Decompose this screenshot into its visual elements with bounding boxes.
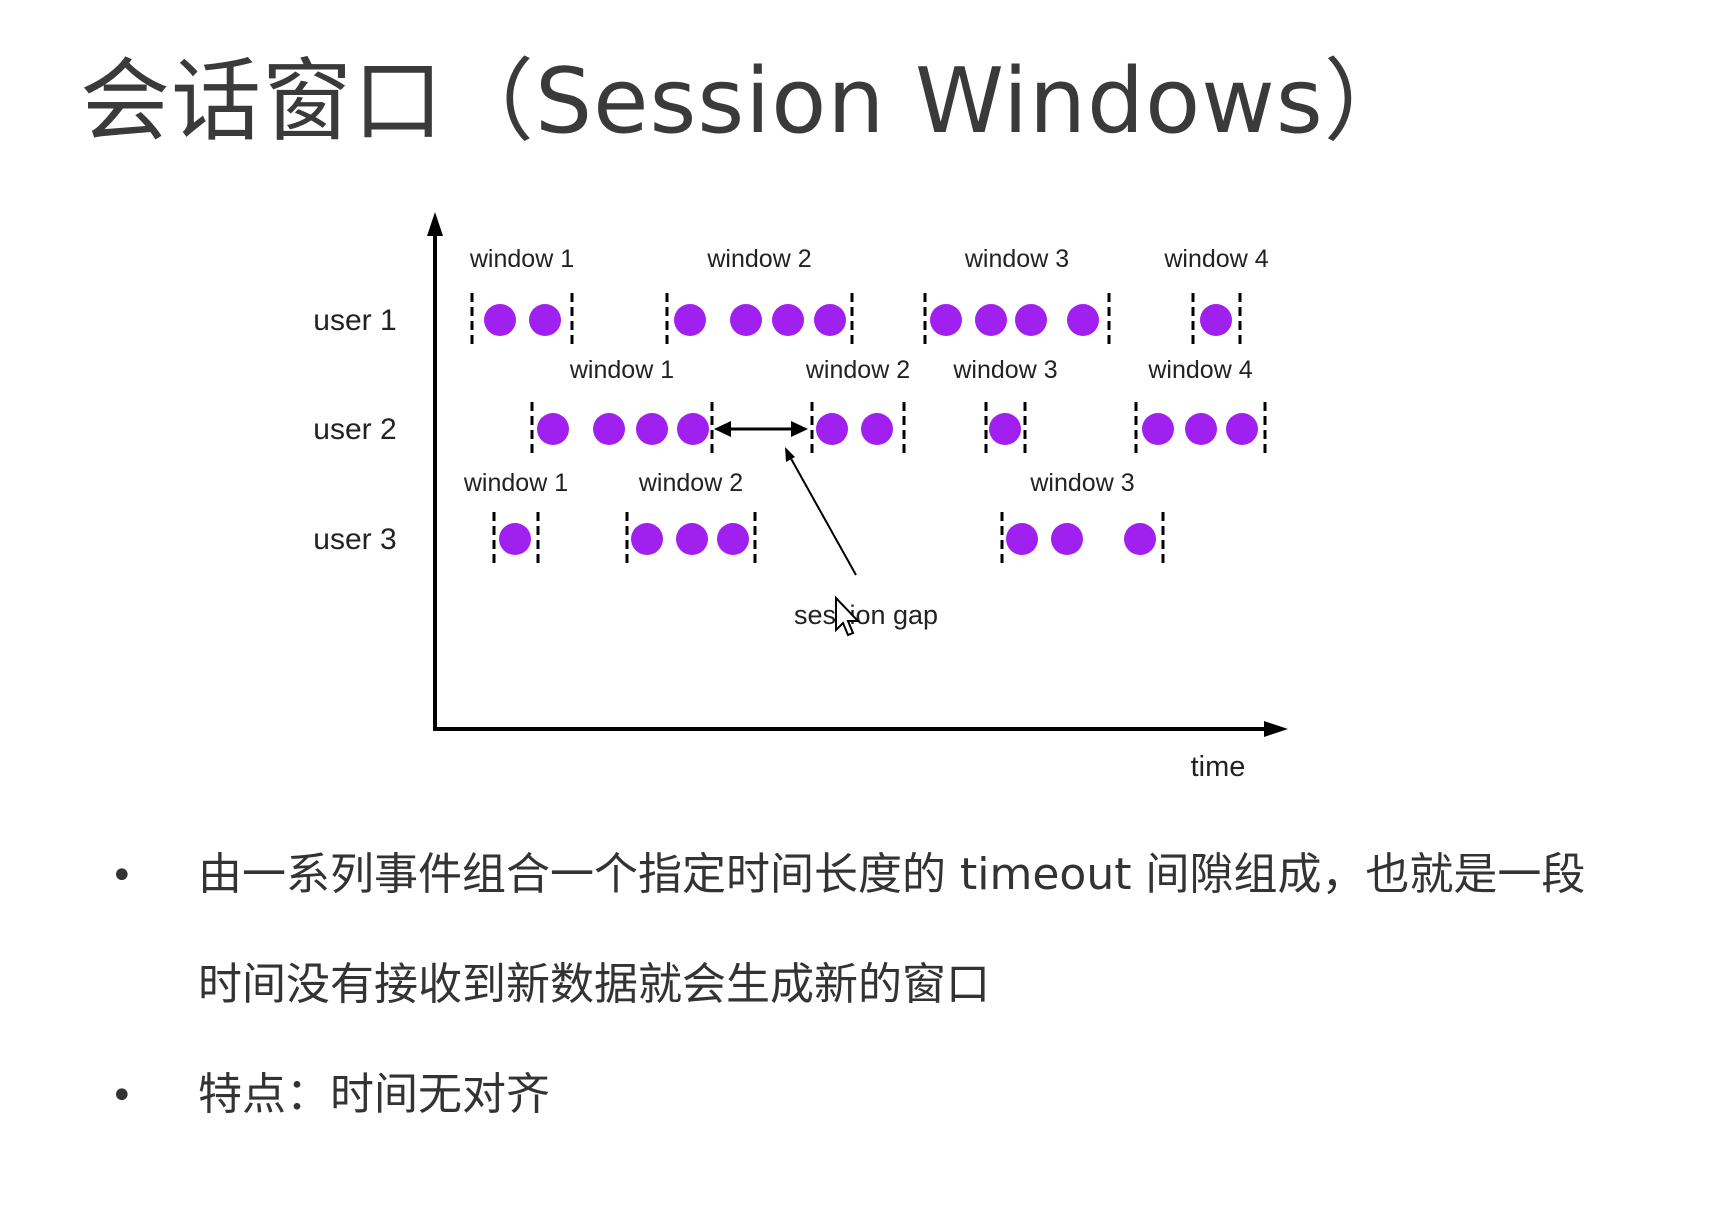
window-label: window 1 [469, 245, 574, 273]
session-gap-pointer-line [788, 454, 857, 576]
row-label-user-2: user 2 [313, 413, 396, 446]
event-dot [772, 304, 804, 336]
event-dot [1067, 304, 1099, 336]
event-dot [529, 304, 561, 336]
event-dot [1185, 413, 1217, 445]
event-dot [1006, 523, 1038, 555]
event-dot [1124, 523, 1156, 555]
window-label: window 3 [964, 245, 1069, 273]
window-label: window 2 [805, 356, 910, 384]
session-gap-arrowhead-right [791, 421, 808, 437]
window-label: window 4 [1147, 356, 1252, 384]
y-axis-arrowhead [427, 212, 443, 236]
window-label: window 2 [638, 469, 743, 497]
event-dot [636, 413, 668, 445]
event-dot [537, 413, 569, 445]
event-dot [717, 523, 749, 555]
event-dot [674, 304, 706, 336]
x-axis-label: time [1191, 751, 1246, 783]
window-label: window 3 [952, 356, 1057, 384]
bullet-marker: • [110, 853, 134, 899]
event-dot [1051, 523, 1083, 555]
event-dot [484, 304, 516, 336]
event-dot [1142, 413, 1174, 445]
page-title: 会话窗口（Session Windows） [80, 49, 1415, 154]
window-label: window 3 [1029, 469, 1134, 497]
event-dot [677, 413, 709, 445]
bullet-text: 由一系列事件组合一个指定时间长度的 timeout 间隙组成，也就是一段时间没有… [198, 849, 1586, 1010]
session-gap-arrowhead-left [714, 421, 731, 437]
window-label: window 4 [1163, 245, 1268, 273]
event-dot [1200, 304, 1232, 336]
bullet-marker: • [110, 1073, 134, 1119]
event-dot [499, 523, 531, 555]
mouse-cursor-icon [835, 595, 861, 637]
event-dot [816, 413, 848, 445]
event-dot [861, 413, 893, 445]
window-label: window 1 [463, 469, 568, 497]
row-label-user-3: user 3 [313, 523, 396, 556]
row-label-user-1: user 1 [313, 304, 396, 337]
event-dot [676, 523, 708, 555]
bullet-text: 特点：时间无对齐 [198, 1069, 550, 1120]
event-dot [1226, 413, 1258, 445]
window-label: window 2 [706, 245, 811, 273]
event-dot [930, 304, 962, 336]
event-dot [593, 413, 625, 445]
window-label: window 1 [569, 356, 674, 384]
event-dot [989, 413, 1021, 445]
session-gap-label: session gap [794, 600, 938, 630]
session-gap-pointer-head [785, 447, 795, 462]
event-dot [730, 304, 762, 336]
event-dot [631, 523, 663, 555]
event-dot [1015, 304, 1047, 336]
event-dot [814, 304, 846, 336]
event-dot [975, 304, 1007, 336]
x-axis-arrowhead [1264, 721, 1288, 737]
